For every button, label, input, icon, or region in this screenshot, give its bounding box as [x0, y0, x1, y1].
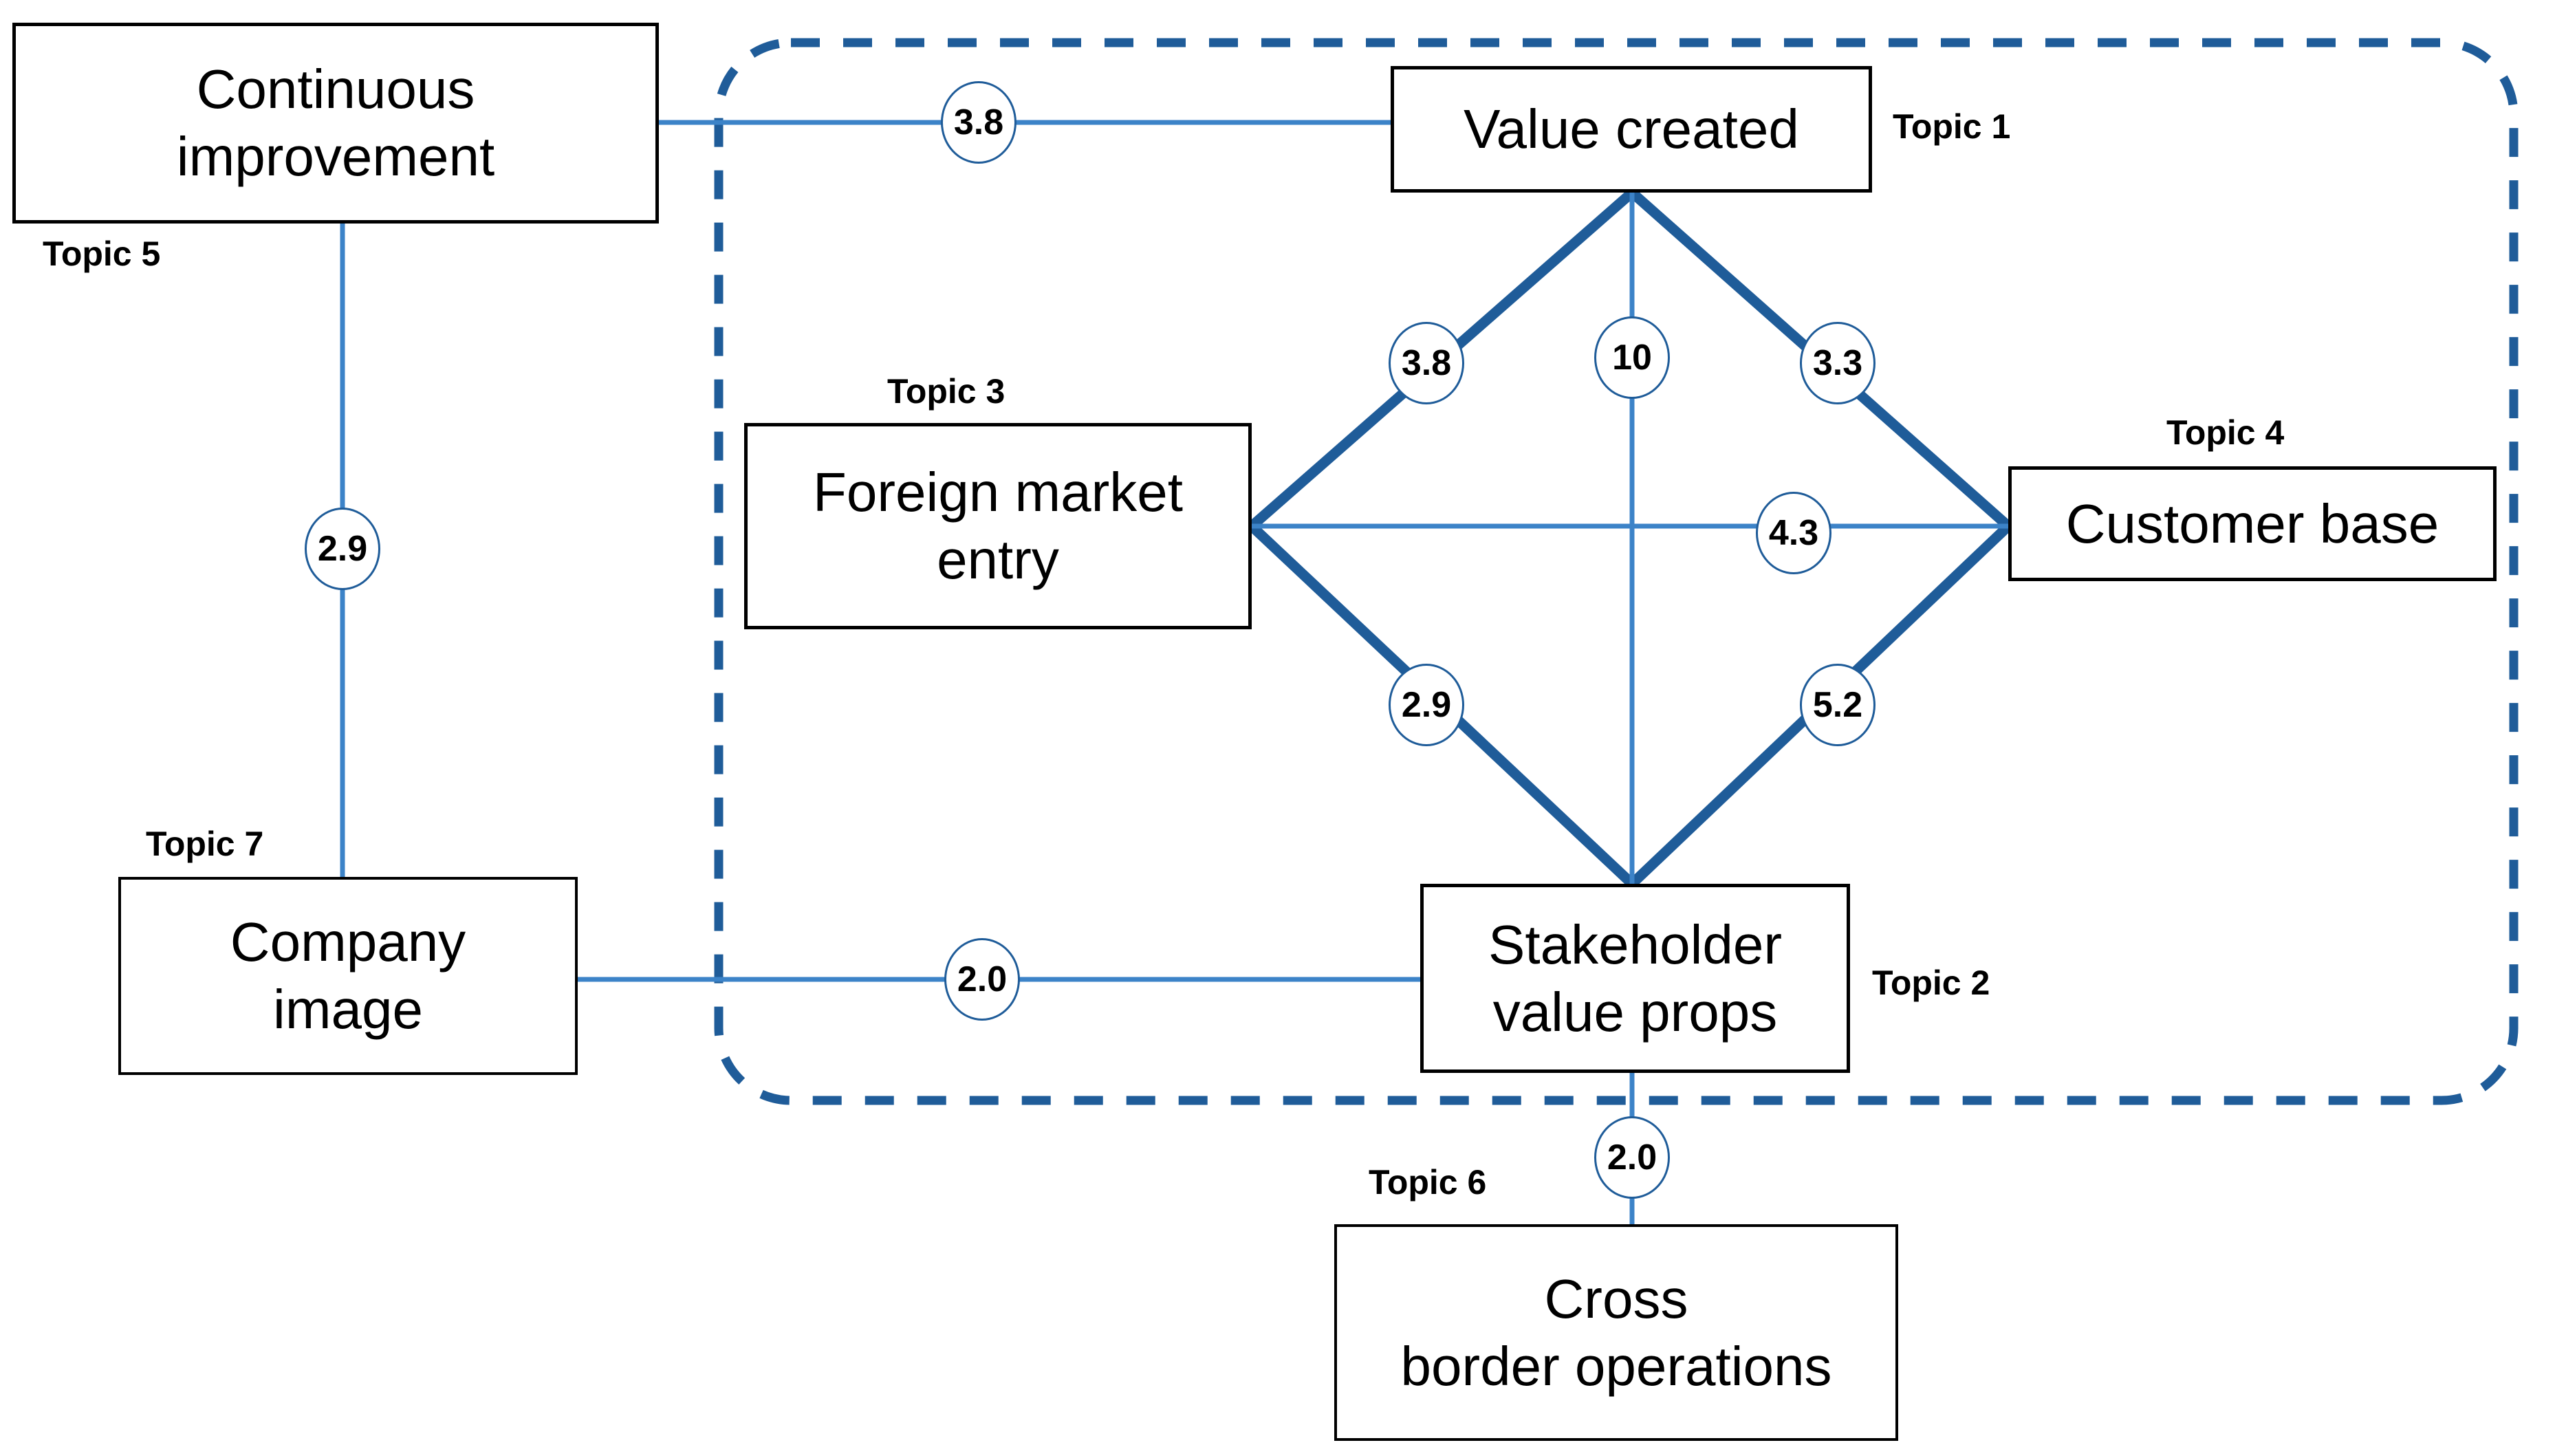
edge-weight-foreign-market-entry-customer-base: 4.3: [1756, 492, 1831, 574]
edge-weight-value-created-stakeholder-value-props: 10: [1594, 316, 1670, 399]
edge-weight-continuous-improvement-company-image: 2.9: [305, 508, 380, 590]
node-stakeholder-value-props[interactable]: Stakeholder value props: [1420, 884, 1850, 1073]
dashed-cluster-boundary: [714, 38, 2519, 1105]
node-company-image[interactable]: Company image: [118, 877, 578, 1075]
edge-weight-continuous-improvement-value-created: 3.8: [941, 81, 1016, 164]
node-customer-base[interactable]: Customer base: [2008, 466, 2497, 581]
node-foreign-market-entry[interactable]: Foreign market entry: [744, 423, 1252, 629]
node-value-created[interactable]: Value created: [1391, 66, 1872, 193]
topic-label-4: Topic 4: [2166, 413, 2285, 452]
edge-weight-company-image-stakeholder-value-props: 2.0: [944, 938, 1020, 1021]
edge-weight-foreign-market-entry-stakeholder-value-props: 2.9: [1389, 664, 1464, 746]
node-cross-border-operations[interactable]: Cross border operations: [1334, 1224, 1898, 1441]
topic-label-2: Topic 2: [1872, 964, 1990, 1002]
edge-weight-customer-base-stakeholder-value-props: 5.2: [1800, 664, 1876, 746]
topic-label-1: Topic 1: [1893, 107, 2011, 146]
edge-weight-foreign-market-entry-value-created: 3.8: [1389, 322, 1464, 404]
edge-weight-value-created-customer-base: 3.3: [1800, 322, 1876, 404]
topic-label-3: Topic 3: [887, 372, 1005, 411]
node-continuous-improvement[interactable]: Continuous improvement: [12, 23, 659, 224]
topic-label-7: Topic 7: [146, 825, 264, 863]
topic-label-6: Topic 6: [1369, 1163, 1487, 1202]
topic-label-5: Topic 5: [43, 235, 161, 273]
edge-weight-stakeholder-value-props-cross-border-operations: 2.0: [1594, 1116, 1670, 1199]
